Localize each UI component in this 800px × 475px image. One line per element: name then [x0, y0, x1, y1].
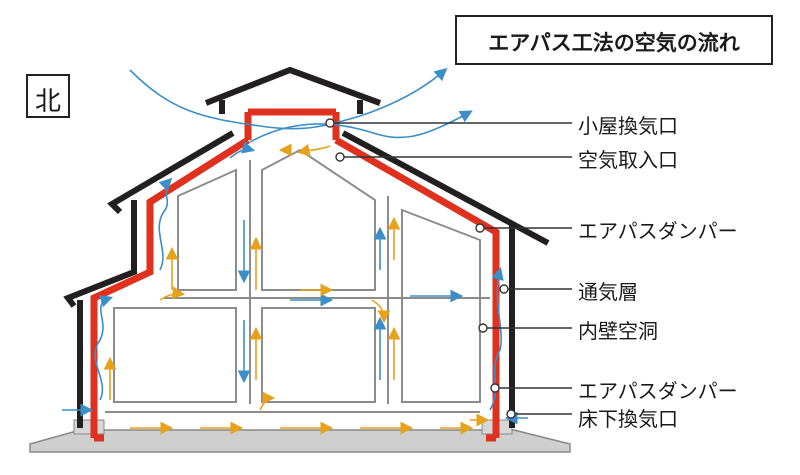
- callout-inner-wall-cavity: 内壁空洞: [578, 319, 658, 343]
- foundation: [29, 419, 571, 453]
- diagram-title: エアパス工法の空気の流れ: [488, 30, 740, 55]
- air-layer: [90, 108, 500, 442]
- title-box: エアパス工法の空気の流れ: [455, 15, 773, 65]
- callout-underfloor-vent: 床下換気口: [578, 407, 678, 431]
- north-label: 北: [34, 87, 61, 117]
- north-indicator: 北: [26, 74, 70, 118]
- callout-roof-vent: 小屋換気口: [578, 114, 678, 138]
- outside-air-flow: [62, 67, 528, 425]
- callout-ventilation-layer: 通気層: [578, 280, 638, 304]
- callout-air-intake: 空気取入口: [578, 148, 678, 172]
- inner-walls: [105, 148, 490, 413]
- callout-leaders: [325, 118, 572, 419]
- callout-airpass-damper-upper: エアパスダンパー: [578, 219, 738, 243]
- outer-wall: [63, 66, 550, 428]
- warm-air-flow: [103, 143, 490, 435]
- callout-airpass-damper-lower: エアパスダンパー: [578, 379, 738, 403]
